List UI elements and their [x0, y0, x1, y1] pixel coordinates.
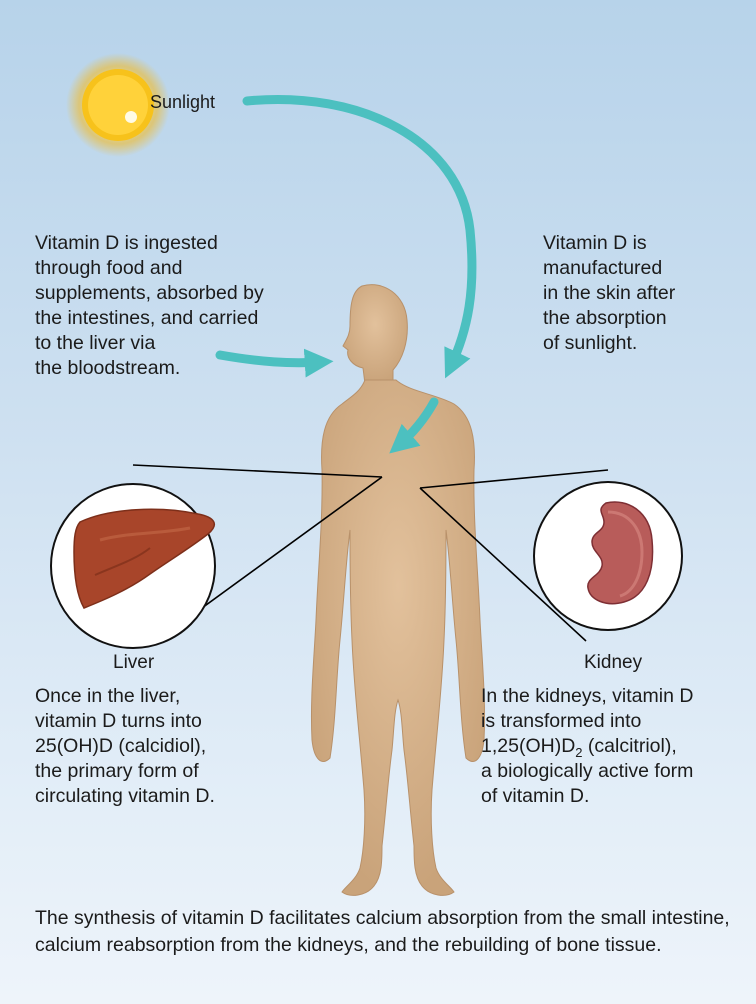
kidney-illustration: [534, 482, 682, 630]
kidney-label: Kidney: [584, 650, 642, 675]
synthesis-summary: The synthesis of vitamin D facilitates c…: [35, 905, 750, 959]
liver-description: Once in the liver, vitamin D turns into …: [35, 684, 295, 809]
skin-synthesis-description: Vitamin D is manufactured in the skin af…: [543, 231, 743, 356]
kidney-description: In the kidneys, vitamin D is transformed…: [481, 684, 756, 809]
liver-illustration: [51, 484, 215, 648]
kidney-description-subscript: 2: [575, 745, 582, 760]
human-body-illustration: [311, 285, 484, 896]
sunlight-label: Sunlight: [150, 90, 215, 115]
ingestion-description: Vitamin D is ingested through food and s…: [35, 231, 335, 381]
liver-label: Liver: [113, 650, 154, 675]
